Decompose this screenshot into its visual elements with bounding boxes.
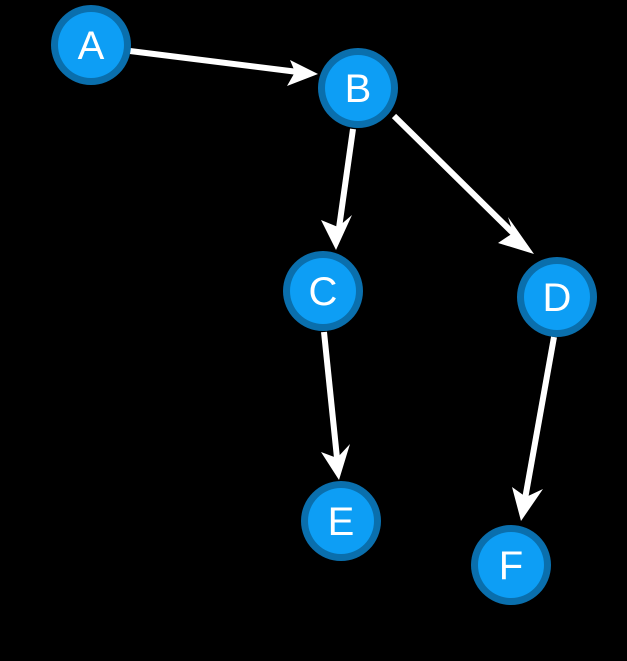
node-c-core	[290, 258, 356, 324]
node-a-label: A	[78, 24, 105, 68]
node-e-core	[308, 488, 374, 554]
node-c-label: C	[309, 270, 338, 314]
edge-c-e-arrowhead	[321, 444, 350, 480]
edge-c-e[interactable]	[321, 331, 350, 480]
edge-a-b-line	[129, 48, 299, 75]
node-d-core	[524, 264, 590, 330]
edge-d-f-line	[522, 336, 557, 500]
node-a[interactable]: A	[51, 5, 131, 85]
node-b[interactable]: B	[318, 48, 398, 128]
edge-b-d-line	[391, 113, 519, 239]
edge-d-f-arrowhead	[512, 487, 543, 521]
edge-d-f[interactable]	[512, 336, 557, 521]
node-c[interactable]: C	[283, 251, 363, 331]
edge-b-c[interactable]	[321, 128, 356, 250]
node-layer: A B C D E	[51, 5, 597, 605]
node-a-core	[58, 12, 124, 78]
edge-a-b[interactable]	[129, 48, 318, 86]
node-d-label: D	[543, 276, 572, 320]
node-b-label: B	[345, 67, 372, 111]
node-f-label: F	[499, 544, 523, 588]
edge-b-c-arrowhead	[321, 215, 352, 250]
edge-c-e-line	[321, 331, 340, 459]
node-f-core	[478, 532, 544, 598]
edge-layer	[129, 48, 557, 521]
edge-b-d[interactable]	[391, 113, 534, 254]
edge-b-c-line	[336, 128, 356, 229]
node-e-label: E	[328, 500, 355, 544]
node-f[interactable]: F	[471, 525, 551, 605]
node-b-core	[325, 55, 391, 121]
edge-b-d-arrowhead	[498, 217, 534, 254]
edge-a-b-arrowhead	[287, 60, 318, 86]
node-e[interactable]: E	[301, 481, 381, 561]
node-d[interactable]: D	[517, 257, 597, 337]
